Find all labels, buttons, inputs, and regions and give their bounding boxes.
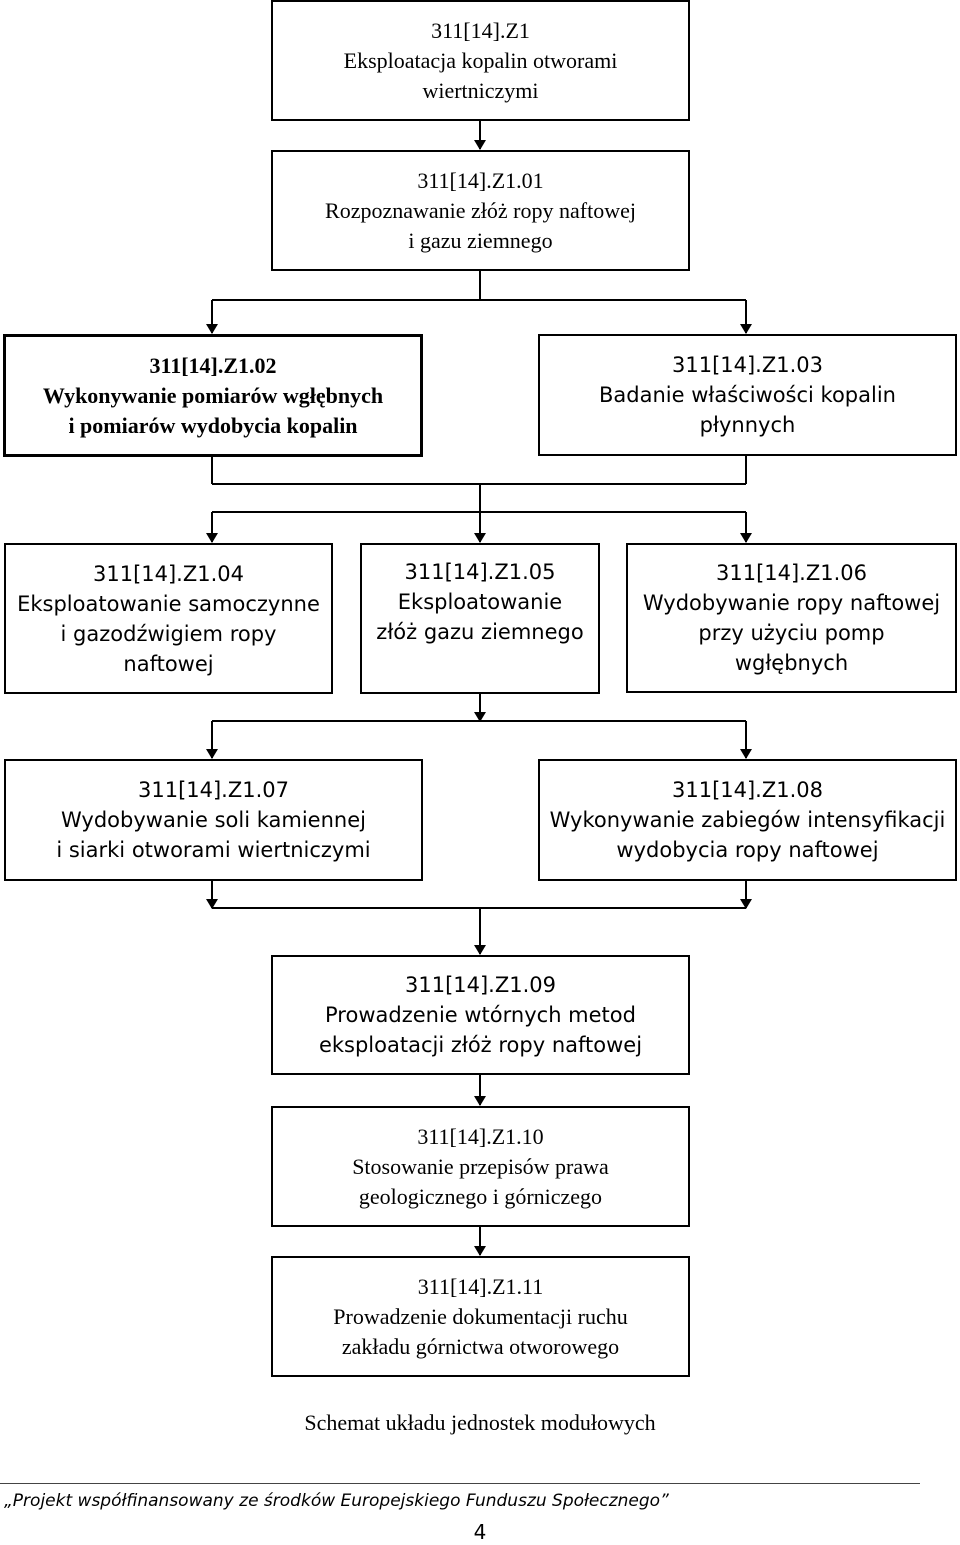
unit-title-line: Wykonywanie pomiarów wgłębnych [42,382,384,408]
unit-title-line: Eksploatowanie [397,590,563,614]
unit-box-z111: 311[14].Z1.11 Prowadzenie dokumentacji r… [271,1256,690,1377]
unit-box-z105: 311[14].Z1.05 Eksploatowanie złóż gazu z… [360,543,600,694]
unit-code: 311[14].Z1.08 [671,778,823,802]
unit-box-z104: 311[14].Z1.04 Eksploatowanie samoczynne … [4,543,333,694]
unit-code: 311[14].Z1.06 [715,561,867,585]
unit-title-line: Eksploatowanie samoczynne [17,591,320,616]
unit-title-line: Rozpoznawanie złóż ropy naftowej [325,197,636,223]
unit-box-z108: 311[14].Z1.08 Wykonywanie zabiegów inten… [538,759,957,881]
footer-divider [0,1483,920,1484]
unit-title-line: Badanie właściwości kopalin [598,383,896,407]
unit-title-line: Stosowanie przepisów prawa [352,1153,609,1179]
unit-title-line: naftowej [123,651,214,676]
unit-box-z103: 311[14].Z1.03 Badanie właściwości kopali… [538,334,957,456]
unit-title-line: wiertniczymi [422,77,539,103]
unit-title-line: i pomiarów wydobycia kopalin [68,412,358,438]
unit-title-line: Eksploatacja kopalin otworami [343,47,618,73]
unit-code: 311[14].Z1 [431,17,530,43]
unit-title-line: eksploatacji złóż ropy naftowej [318,1033,643,1057]
unit-code: 311[14].Z1.02 [149,352,277,378]
unit-title-line: Prowadzenie dokumentacji ruchu [333,1303,628,1329]
unit-title-line: Prowadzenie wtórnych metod [325,1003,636,1027]
unit-box-z107: 311[14].Z1.07 Wydobywanie soli kamiennej… [4,759,423,881]
unit-code: 311[14].Z1.09 [404,973,556,997]
unit-box-z1: 311[14].Z1 Eksploatacja kopalin otworami… [271,0,690,121]
unit-title-line: wydobycia ropy naftowej [616,838,879,862]
unit-title-line: Wydobywanie ropy naftowej [642,591,941,615]
unit-title-line: i gazodźwigiem ropy [60,621,277,646]
unit-box-z110: 311[14].Z1.10 Stosowanie przepisów prawa… [271,1106,690,1227]
unit-title-line: złóż gazu ziemnego [376,620,584,644]
unit-title-line: Wykonywanie zabiegów intensyfikacji [549,808,946,832]
unit-title-line: przy użyciu pomp [698,621,885,645]
unit-box-z109: 311[14].Z1.09 Prowadzenie wtórnych metod… [271,955,690,1075]
unit-code: 311[14].Z1.11 [417,1273,544,1299]
unit-box-z101: 311[14].Z1.01 Rozpoznawanie złóż ropy na… [271,150,690,271]
diagram-caption: Schemat układu jednostek modułowych [304,1410,656,1435]
unit-title-line: geologicznego i górniczego [358,1183,603,1209]
unit-code: 311[14].Z1.03 [671,353,823,377]
unit-code: 311[14].Z1.10 [417,1123,544,1149]
unit-box-z102: 311[14].Z1.02 Wykonywanie pomiarów wgłęb… [3,334,423,457]
footer-note: „Projekt współfinansowany ze środków Eur… [4,1491,669,1511]
unit-title-line: i siarki otworami wiertniczymi [56,838,371,862]
unit-title-line: zakładu górnictwa otworowego [341,1333,620,1359]
unit-title-line: wgłębnych [734,651,849,675]
unit-title-line: płynnych [699,413,796,437]
unit-code: 311[14].Z1.07 [137,778,289,802]
page-number: 4 [473,1520,487,1544]
unit-code: 311[14].Z1.04 [92,561,244,586]
unit-code: 311[14].Z1.05 [404,560,556,584]
unit-title-line: Wydobywanie soli kamiennej [61,808,366,832]
unit-box-z106: 311[14].Z1.06 Wydobywanie ropy naftowej … [626,543,957,693]
unit-code: 311[14].Z1.01 [417,167,544,193]
unit-title-line: i gazu ziemnego [408,227,553,253]
